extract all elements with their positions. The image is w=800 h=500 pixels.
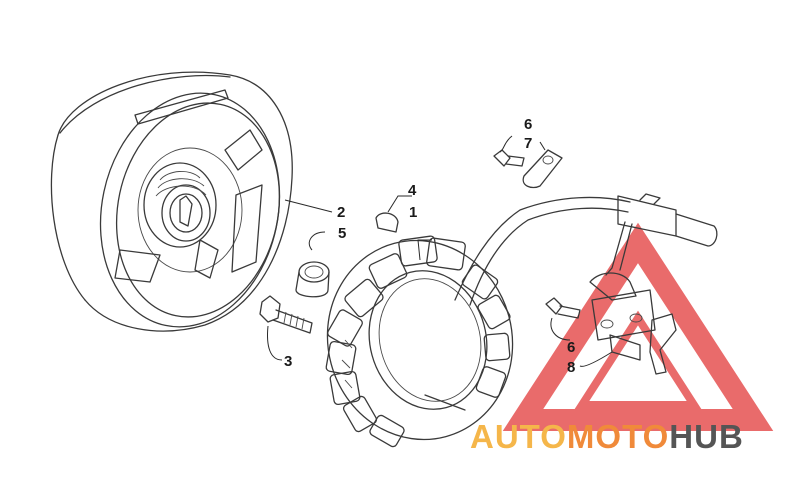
callout-2: 2 <box>337 204 345 221</box>
callout-1: 1 <box>409 204 417 221</box>
callout-7: 7 <box>524 135 532 152</box>
watermark-logo <box>502 222 774 431</box>
callout-8: 8 <box>567 359 575 376</box>
callout-6-bottom: 6 <box>567 339 575 356</box>
watermark-auto: AUTO <box>470 418 567 455</box>
watermark-moto: MOTO <box>567 418 669 455</box>
bolt-3 <box>259 295 313 361</box>
spacer-ring <box>295 231 330 298</box>
callout-4: 4 <box>408 182 417 199</box>
pickup-sensor <box>545 272 677 375</box>
stator-coil <box>325 235 514 448</box>
cable-clamp <box>493 135 563 189</box>
watermark-hub: HUB <box>669 418 744 455</box>
watermark-wordmark: AUTOMOTOHUB <box>470 418 744 455</box>
woodruff-key <box>375 195 412 233</box>
svg-text:AUTOMOTOHUB: AUTOMOTOHUB <box>470 418 744 455</box>
callout-6-top: 6 <box>524 116 532 133</box>
callout-5: 5 <box>338 225 346 242</box>
callout-labels: 1 2 3 4 5 6 7 6 8 <box>284 116 575 376</box>
flywheel-rotor <box>50 71 333 332</box>
callout-3: 3 <box>284 353 292 370</box>
